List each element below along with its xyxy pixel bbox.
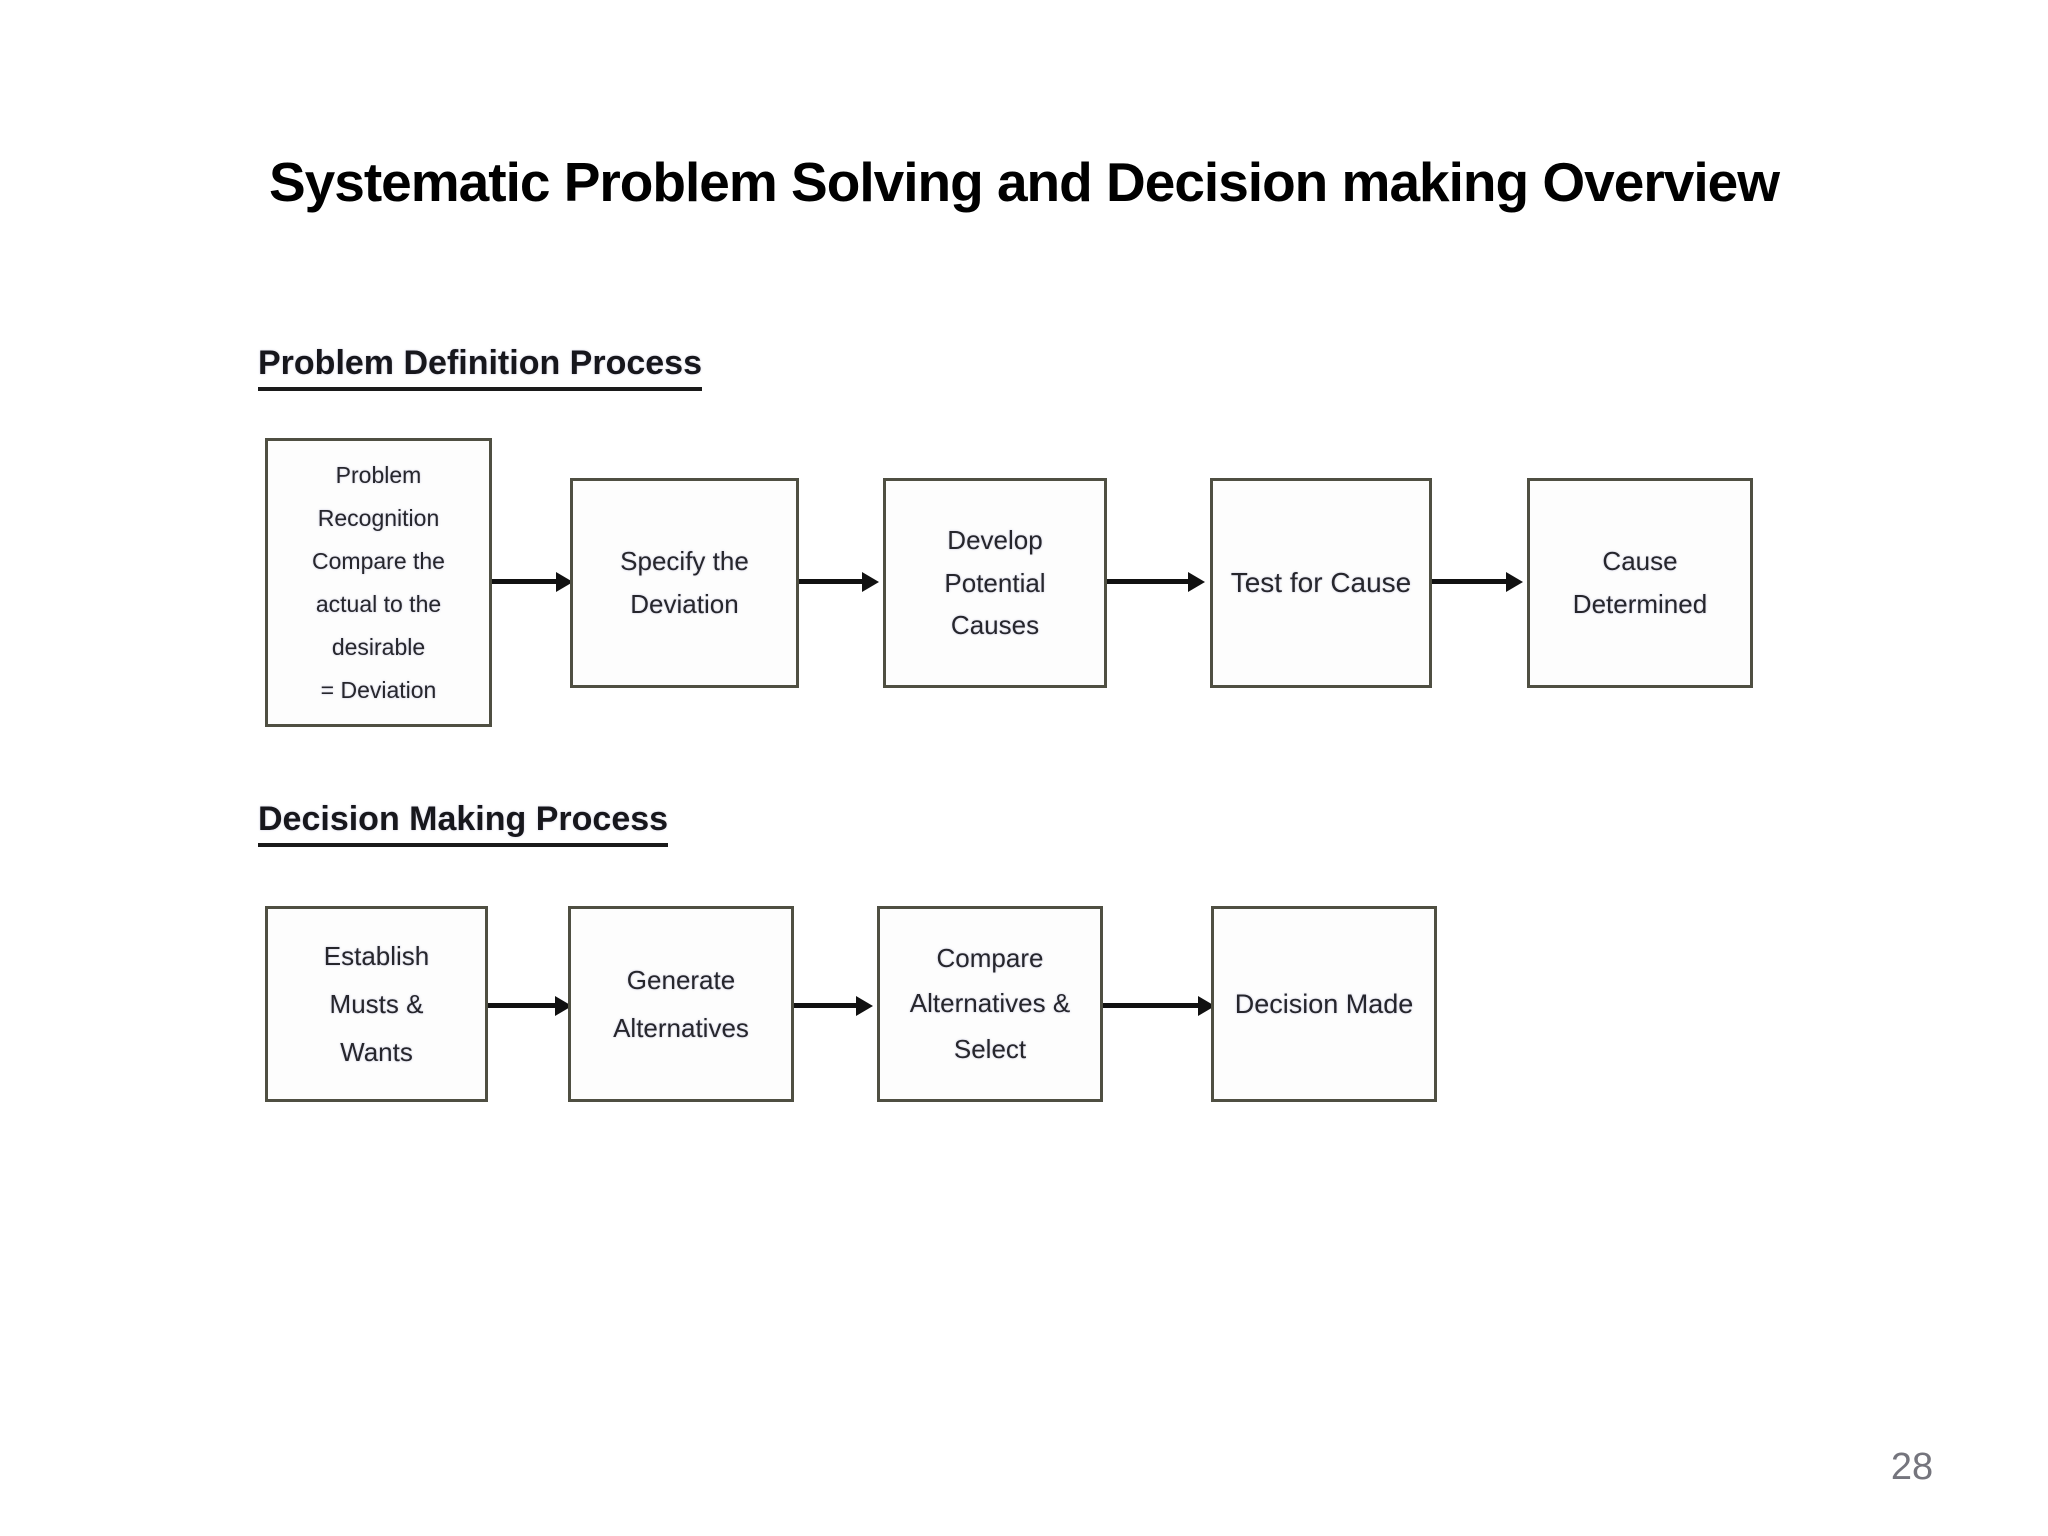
right-arrow-icon [799,579,863,584]
box-decision-made: Decision Made [1211,906,1437,1102]
box-specify-deviation: Specify the Deviation [570,478,799,688]
box-establish-musts-wants: Establish Musts & Wants [265,906,488,1102]
problem-definition-heading: Problem Definition Process [258,344,702,391]
box-problem-recognition-label: Problem Recognition Compare the actual t… [312,461,445,703]
box-problem-recognition: Problem Recognition Compare the actual t… [265,438,492,727]
box-develop-potential-causes: Develop Potential Causes [883,478,1107,688]
box-decision-made-label: Decision Made [1234,988,1414,1019]
decision-making-heading: Decision Making Process [258,800,669,847]
box-develop-potential-causes-label: Develop Potential Causes [944,524,1046,641]
box-generate-alternatives-label: Generate Alternatives [613,964,749,1043]
box-compare-alternatives-select: Compare Alternatives & Select [877,906,1103,1102]
right-arrow-icon [1432,579,1507,584]
box-specify-deviation-label: Specify the Deviation [620,546,749,619]
page-number: 28 [1890,1446,1934,1488]
slide-title: Systematic Problem Solving and Decision … [269,151,1780,213]
box-cause-determined: Cause Determined [1527,478,1753,688]
box-establish-musts-wants-label: Establish Musts & Wants [323,940,430,1068]
box-cause-determined-label: Cause Determined [1572,546,1708,619]
box-test-for-cause: Test for Cause [1210,478,1432,688]
right-arrow-icon [492,579,557,584]
right-arrow-icon [488,1003,556,1008]
right-arrow-icon [794,1003,857,1008]
box-compare-alternatives-select-label: Compare Alternatives & Select [909,942,1071,1064]
right-arrow-icon [1107,579,1189,584]
right-arrow-icon [1103,1003,1199,1008]
box-generate-alternatives: Generate Alternatives [568,906,794,1102]
box-test-for-cause-label: Test for Cause [1230,566,1412,598]
